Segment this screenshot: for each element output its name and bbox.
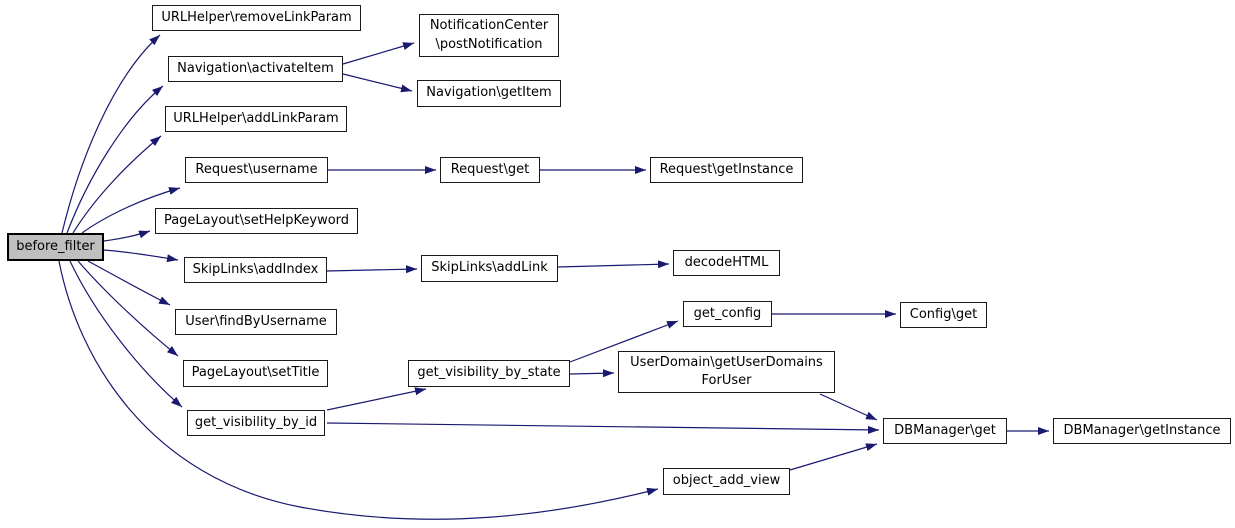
edge-before-filter-pagelayout-settitle [77,260,179,357]
node-notificationcenter-postnotification[interactable]: NotificationCenter \postNotification [419,14,559,57]
edge-get-visibility-by-state-get-config [569,320,679,363]
node-pagelayout-settitle[interactable]: PageLayout\setTitle [183,360,328,387]
edge-before-filter-user-findbyusername [87,260,171,306]
node-dbmanager-getinstance[interactable]: DBManager\getInstance [1053,418,1231,444]
edge-before-filter-navigation-activateitem [66,85,164,234]
edge-userdomain-getuserdomainsforuser-dbmanager-get [819,393,878,421]
edge-before-filter-object-add-view [58,260,659,520]
node-config-get[interactable]: Config\get [900,302,987,328]
edge-before-filter-get-visibility-by-id [69,260,183,408]
node-skiplinks-addindex[interactable]: SkipLinks\addIndex [184,257,327,283]
node-get-config[interactable]: get_config [683,301,772,327]
edge-navigation-activateitem-notificationcenter-postnotification [342,42,415,65]
node-request-get[interactable]: Request\get [440,157,540,183]
edge-before-filter-skiplinks-addindex [103,249,179,263]
edge-before-filter-urlhelper-addlinkparam [72,135,162,234]
edge-before-filter-pagelayout-sethelpkeyword [103,230,151,242]
edge-skiplinks-addindex-skiplinks-addlink [326,265,418,274]
node-navigation-getitem[interactable]: Navigation\getItem [417,80,561,107]
node-pagelayout-sethelpkeyword[interactable]: PageLayout\setHelpKeyword [155,208,358,234]
node-request-getinstance[interactable]: Request\getInstance [650,157,803,183]
node-dbmanager-get[interactable]: DBManager\get [883,418,1007,444]
edge-get-visibility-by-id-dbmanager-get [326,422,880,434]
node-urlhelper-removelinkparam[interactable]: URLHelper\removeLinkParam [152,5,361,31]
node-navigation-activateitem[interactable]: Navigation\activateItem [168,56,343,82]
node-get-visibility-by-state[interactable]: get_visibility_by_state [408,360,570,387]
edge-before-filter-urlhelper-removelinkparam [61,34,161,234]
node-skiplinks-addlink[interactable]: SkipLinks\addLink [421,255,558,282]
edge-object-add-view-dbmanager-get [789,443,878,471]
edge-skiplinks-addlink-decodehtml [557,260,670,269]
edge-get-visibility-by-id-get-visibility-by-state [326,387,427,411]
node-request-username[interactable]: Request\username [185,157,328,183]
edge-navigation-activateitem-navigation-getitem [342,73,413,93]
node-urlhelper-addlinkparam[interactable]: URLHelper\addLinkParam [165,106,347,132]
node-before-filter[interactable]: before_filter [7,233,104,261]
node-object-add-view[interactable]: object_add_view [663,468,790,495]
node-user-findbyusername[interactable]: User\findByUsername [175,309,337,335]
edge-before-filter-request-username [81,187,181,234]
node-userdomain-getuserdomainsforuser[interactable]: UserDomain\getUserDomains ForUser [618,351,835,393]
node-get-visibility-by-id[interactable]: get_visibility_by_id [187,410,325,436]
edge-get-visibility-by-state-userdomain-getuserdomainsforuser [569,369,615,378]
node-decodehtml[interactable]: decodeHTML [673,250,780,276]
